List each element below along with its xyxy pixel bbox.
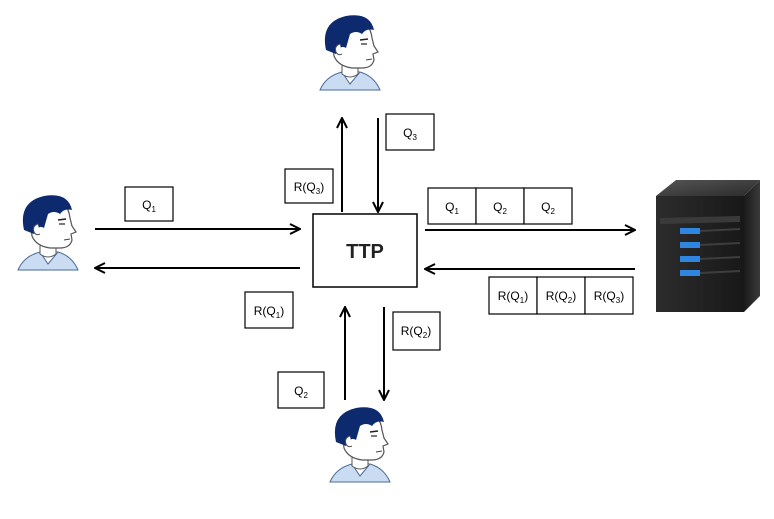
batch-response-box xyxy=(488,276,538,315)
svg-text:Q3: Q3 xyxy=(403,126,417,142)
batch-query-box xyxy=(475,187,525,225)
svg-text:R(Q2): R(Q2) xyxy=(546,289,576,305)
server-response-batch: R(Q1) R(Q2) R(Q3) xyxy=(488,276,634,315)
query-box-q3: Q3 xyxy=(385,113,435,151)
svg-text:Q1: Q1 xyxy=(445,200,459,216)
user-icon-top xyxy=(319,14,381,91)
svg-text:R(Q3): R(Q3) xyxy=(294,180,324,196)
svg-text:Q2: Q2 xyxy=(493,200,507,216)
svg-text:Q2: Q2 xyxy=(294,384,308,400)
batch-query-box xyxy=(523,187,573,225)
user-icon-bottom xyxy=(329,406,391,483)
svg-text:R(Q2): R(Q2) xyxy=(401,324,431,340)
query-box-q2: Q2 xyxy=(277,371,325,409)
svg-text:R(Q1): R(Q1) xyxy=(498,289,528,305)
batch-response-box xyxy=(584,276,634,315)
server-led xyxy=(680,270,700,276)
response-box-rq1: R(Q1) xyxy=(244,291,294,329)
server-led xyxy=(680,256,700,262)
ttp-node: TTP xyxy=(312,213,418,288)
svg-text:Q2: Q2 xyxy=(541,200,555,216)
server-query-batch: Q1 Q2 Q2 xyxy=(427,187,573,225)
server-led xyxy=(680,242,700,248)
server-led xyxy=(680,228,700,234)
ttp-label: TTP xyxy=(346,241,384,263)
svg-text:R(Q3): R(Q3) xyxy=(594,289,624,305)
server-icon xyxy=(656,180,760,312)
response-box-rq3: R(Q3) xyxy=(284,168,334,204)
svg-text:R(Q1): R(Q1) xyxy=(254,304,284,320)
query-box-q1: Q1 xyxy=(124,186,174,222)
svg-text:Q1: Q1 xyxy=(142,198,156,214)
user-icon-left xyxy=(17,194,79,271)
response-box-rq2: R(Q2) xyxy=(392,311,441,351)
